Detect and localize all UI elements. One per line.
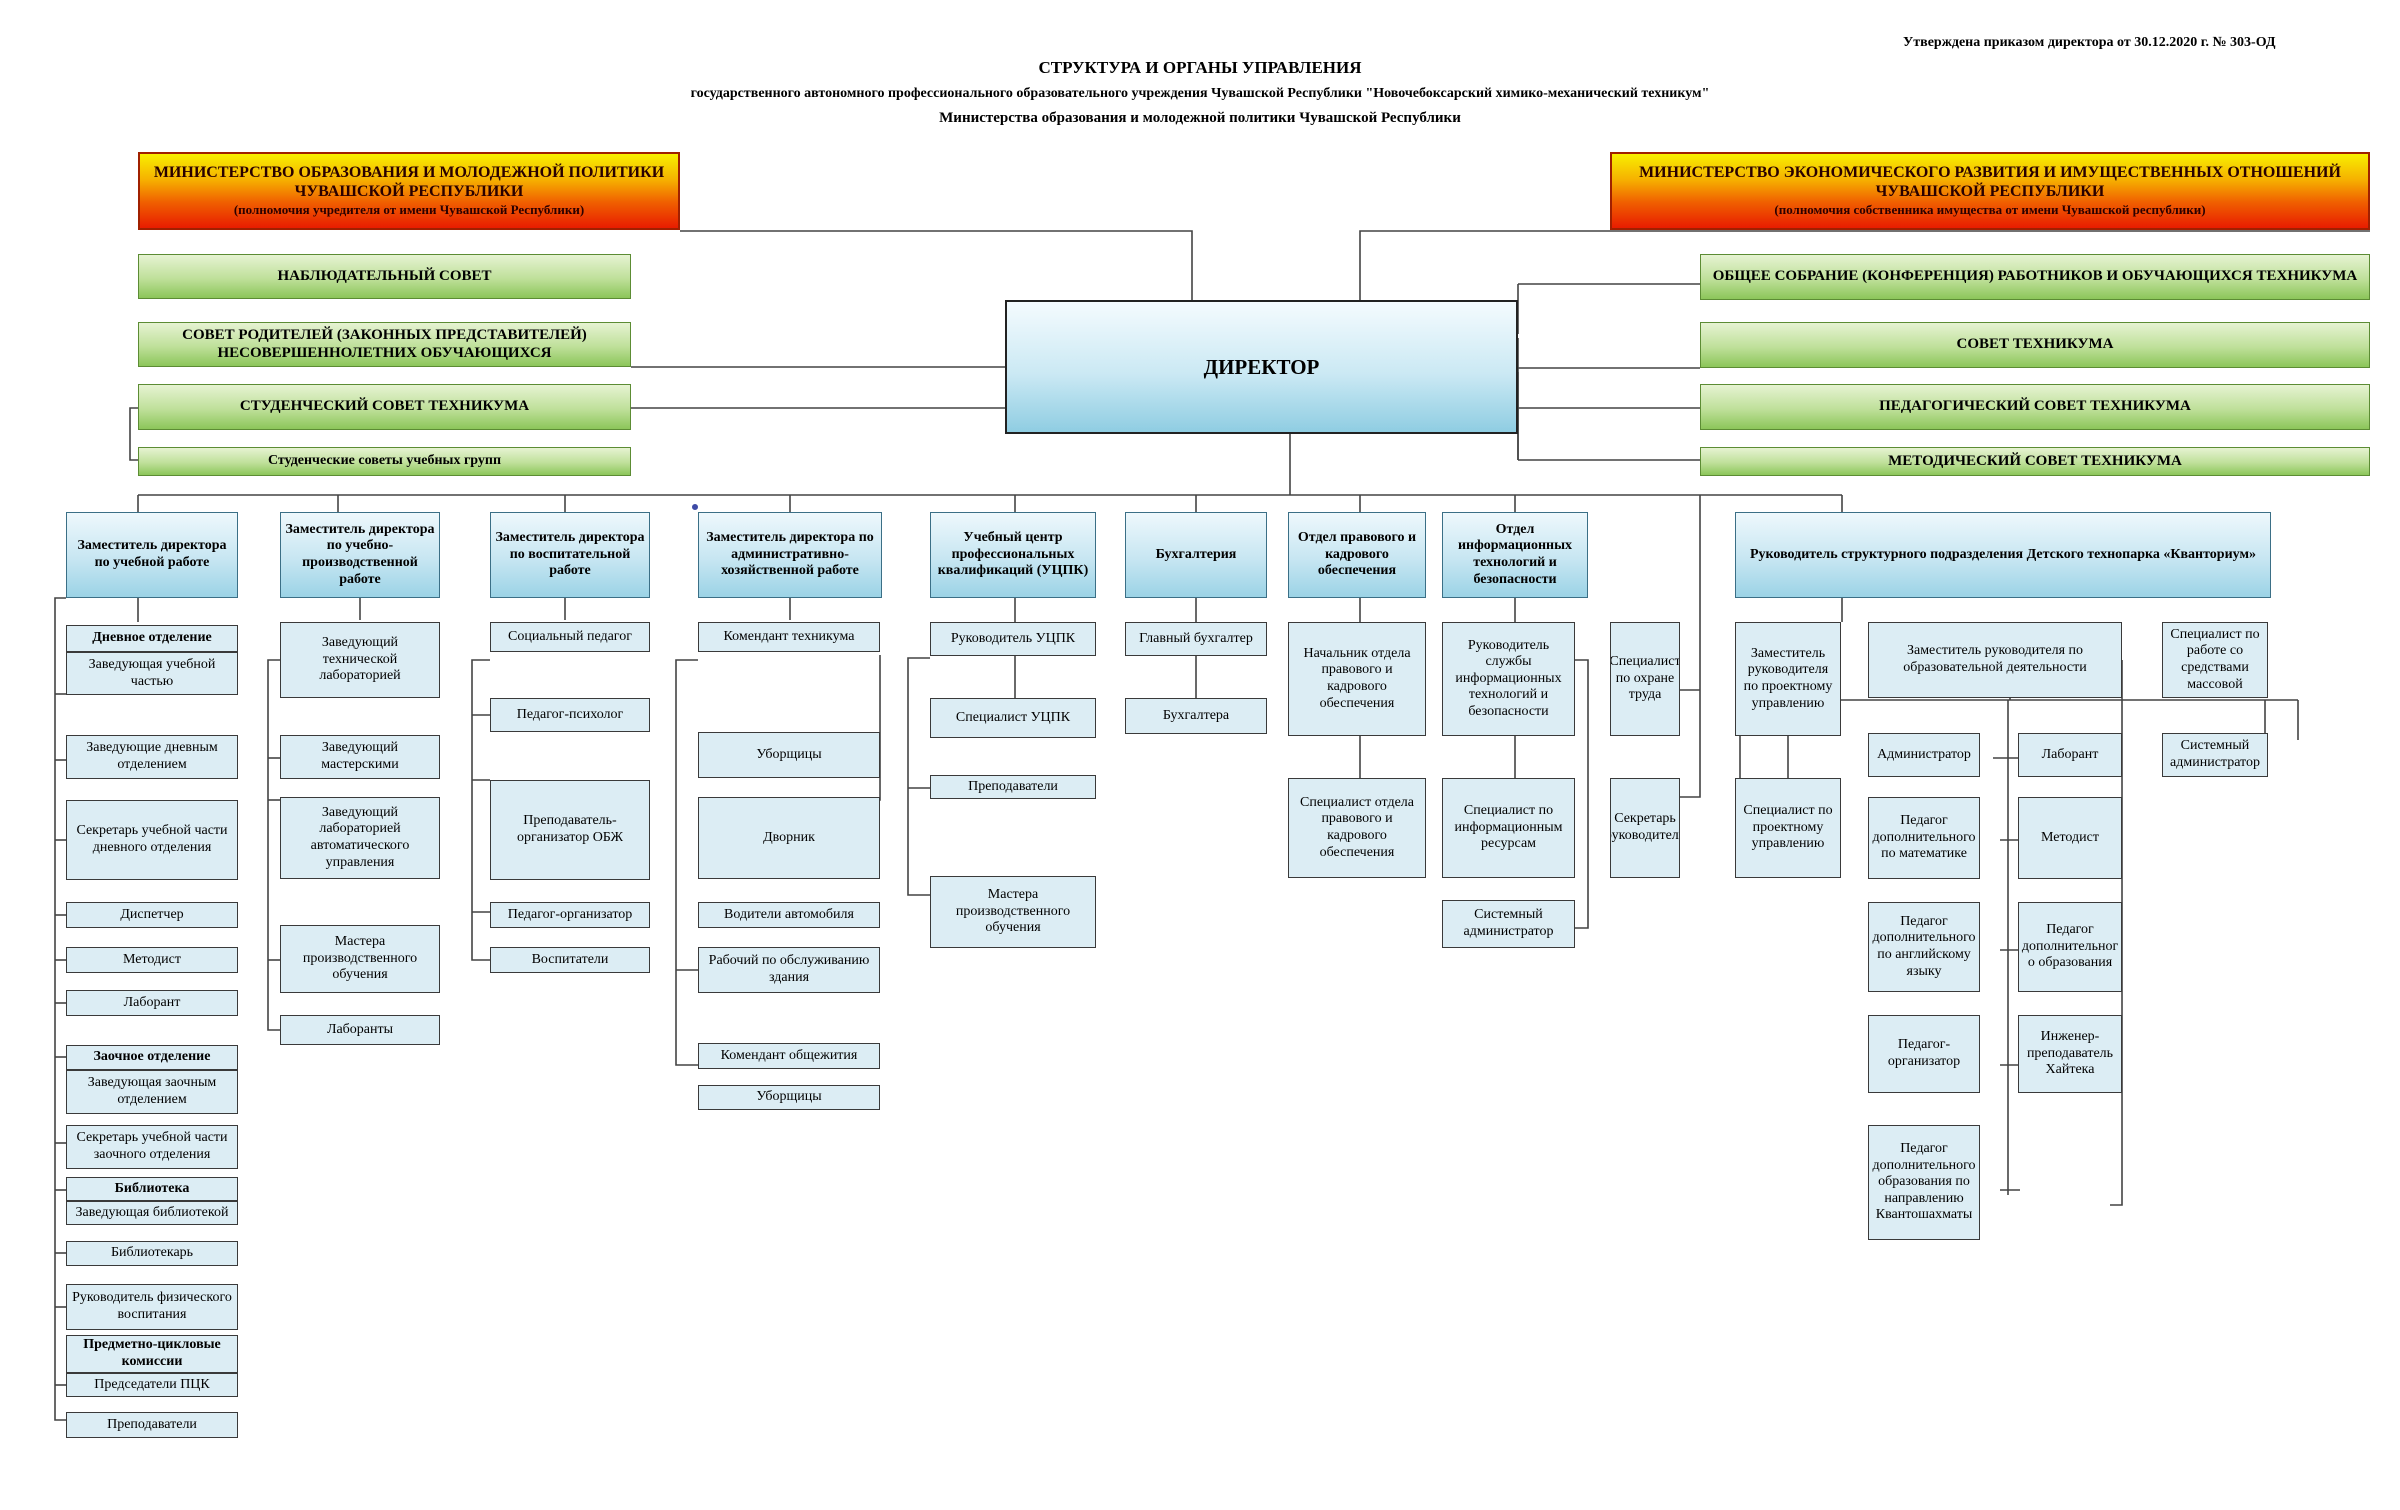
dept-item: Преподаватели	[66, 1412, 238, 1438]
director-box: ДИРЕКТОР	[1005, 300, 1518, 434]
head-accounting: Бухгалтерия	[1125, 512, 1267, 598]
page-subtitle: государственного автономного профессиона…	[690, 86, 1710, 101]
dept-item: Секретарь руководителя	[1610, 778, 1680, 878]
dept-item: Специалист по проектному управлению	[1735, 778, 1841, 878]
parents-council: СОВЕТ РОДИТЕЛЕЙ (ЗАКОННЫХ ПРЕДСТАВИТЕЛЕЙ…	[138, 322, 631, 367]
dept-item: Заведующий технической лабораторией	[280, 622, 440, 698]
dept-item: Лаборанты	[280, 1015, 440, 1045]
head-production: Заместитель директора по учебно-производ…	[280, 512, 440, 598]
dept-item: Социальный педагог	[490, 622, 650, 652]
dept-item: Администратор	[1868, 733, 1980, 777]
dept-item: Преподаватели	[930, 775, 1096, 799]
dept-item: Педагог-организатор	[490, 902, 650, 928]
founder-left-name: МИНИСТЕРСТВО ОБРАЗОВАНИЯ И МОЛОДЕЖНОЙ ПО…	[153, 164, 665, 201]
dept-item: Руководитель УЦПК	[930, 622, 1096, 656]
head-it-security: Отдел информационных технологий и безопа…	[1442, 512, 1588, 598]
dept-item: Методист	[66, 947, 238, 973]
head-upbringing: Заместитель директора по воспитательной …	[490, 512, 650, 598]
approval-note: Утверждена приказом директора от 30.12.2…	[1903, 35, 2276, 50]
dept-item: Председатели ПЦК	[66, 1373, 238, 1397]
methodical-council: МЕТОДИЧЕСКИЙ СОВЕТ ТЕХНИКУМА	[1700, 447, 2370, 476]
student-groups-councils: Студенческие советы учебных групп	[138, 447, 631, 476]
head-administrative: Заместитель директора по административно…	[698, 512, 882, 598]
dept-item: Уборщицы	[698, 732, 880, 778]
dept-item: Руководитель службы информационных техно…	[1442, 622, 1575, 736]
marker-dot	[692, 504, 698, 510]
dept-item: Дворник	[698, 797, 880, 879]
dept-item: Методист	[2018, 797, 2122, 879]
dept-item: Преподаватель-организатор ОБЖ	[490, 780, 650, 880]
founder-ministry-education: МИНИСТЕРСТВО ОБРАЗОВАНИЯ И МОЛОДЕЖНОЙ ПО…	[138, 152, 680, 230]
dept-item: Лаборант	[66, 990, 238, 1016]
dept-correspondence-section: Заочное отделение	[66, 1045, 238, 1070]
founder-ministry-economy: МИНИСТЕРСТВО ЭКОНОМИЧЕСКОГО РАЗВИТИЯ И И…	[1610, 152, 2370, 230]
dept-item: Заместитель руководителя по проектному у…	[1735, 622, 1841, 736]
founder-right-note: (полномочия собственника имущества от им…	[1774, 202, 2206, 218]
dept-item: Секретарь учебной части дневного отделен…	[66, 800, 238, 880]
dept-item: Мастера производственного обучения	[930, 876, 1096, 948]
dept-item: Педагог дополнительного по математике	[1868, 797, 1980, 879]
dept-item: Комендант общежития	[698, 1043, 880, 1069]
dept-item: Заведующий мастерскими	[280, 735, 440, 779]
dept-item: Системный администратор	[2162, 733, 2268, 777]
supervisory-council: НАБЛЮДАТЕЛЬНЫЙ СОВЕТ	[138, 254, 631, 299]
dept-item: Диспетчер	[66, 902, 238, 928]
dept-item: Начальник отдела правового и кадрового о…	[1288, 622, 1426, 736]
dept-item: Инженер-преподаватель Хайтека	[2018, 1015, 2122, 1093]
dept-item: Системный администратор	[1442, 900, 1575, 948]
dept-item: Заведующие дневным отделением	[66, 735, 238, 779]
dept-item: Воспитатели	[490, 947, 650, 973]
dept-item: Заместитель руководителя по образователь…	[1868, 622, 2122, 698]
head-quantorium: Руководитель структурного подразделения …	[1735, 512, 2271, 598]
dept-item: Заведующая библиотекой	[66, 1201, 238, 1225]
dept-item: Уборщицы	[698, 1085, 880, 1110]
dept-item: Педагог дополнительного образования по н…	[1868, 1125, 1980, 1240]
dept-item: Специалист по охране труда	[1610, 622, 1680, 736]
dept-item: Лаборант	[2018, 733, 2122, 777]
founder-left-note: (полномочия учредителя от имени Чувашско…	[233, 202, 585, 218]
dept-item: Рабочий по обслуживанию здания	[698, 947, 880, 993]
general-meeting: ОБЩЕЕ СОБРАНИЕ (КОНФЕРЕНЦИЯ) РАБОТНИКОВ …	[1700, 254, 2370, 300]
dept-item: Заведующая учебной частью	[66, 652, 238, 695]
head-academic: Заместитель директора по учебной работе	[66, 512, 238, 598]
dept-library-section: Библиотека	[66, 1177, 238, 1201]
student-council: СТУДЕНЧЕСКИЙ СОВЕТ ТЕХНИКУМА	[138, 384, 631, 430]
dept-pck-section: Предметно-цикловые комиссии	[66, 1335, 238, 1373]
dept-item: Мастера производственного обучения	[280, 925, 440, 993]
page-title: СТРУКТУРА И ОРГАНЫ УПРАВЛЕНИЯ	[1038, 58, 1362, 77]
dept-item: Педагог-организатор	[1868, 1015, 1980, 1093]
dept-item: Педагог дополнительног о образования	[2018, 902, 2122, 992]
pedagogical-council: ПЕДАГОГИЧЕСКИЙ СОВЕТ ТЕХНИКУМА	[1700, 384, 2370, 430]
dept-item: Бухгалтера	[1125, 698, 1267, 734]
dept-item: Библиотекарь	[66, 1241, 238, 1266]
dept-item: Главный бухгалтер	[1125, 622, 1267, 656]
dept-item: Заведующая заочным отделением	[66, 1070, 238, 1114]
dept-day-section: Дневное отделение	[66, 625, 238, 652]
technikum-council: СОВЕТ ТЕХНИКУМА	[1700, 322, 2370, 368]
dept-item: Специалист по информационным ресурсам	[1442, 778, 1575, 878]
page-subtitle-ministry: Министерства образования и молодежной по…	[939, 110, 1461, 126]
head-training-center: Учебный центр профессиональных квалифика…	[930, 512, 1096, 598]
dept-item: Специалист УЦПК	[930, 698, 1096, 738]
dept-item: Водители автомобиля	[698, 902, 880, 928]
dept-item: Руководитель физического воспитания	[66, 1284, 238, 1330]
head-legal-hr: Отдел правового и кадрового обеспечения	[1288, 512, 1426, 598]
dept-item: Педагог дополнительного по английскому я…	[1868, 902, 1980, 992]
dept-item: Педагог-психолог	[490, 698, 650, 732]
dept-item: Комендант техникума	[698, 622, 880, 652]
founder-right-name: МИНИСТЕРСТВО ЭКОНОМИЧЕСКОГО РАЗВИТИЯ И И…	[1639, 164, 2341, 201]
dept-item: Заведующий лабораторией автоматического …	[280, 797, 440, 879]
dept-item: Секретарь учебной части заочного отделен…	[66, 1125, 238, 1169]
dept-item: Специалист отдела правового и кадрового …	[1288, 778, 1426, 878]
dept-item: Специалист по работе со средствами массо…	[2162, 622, 2268, 698]
